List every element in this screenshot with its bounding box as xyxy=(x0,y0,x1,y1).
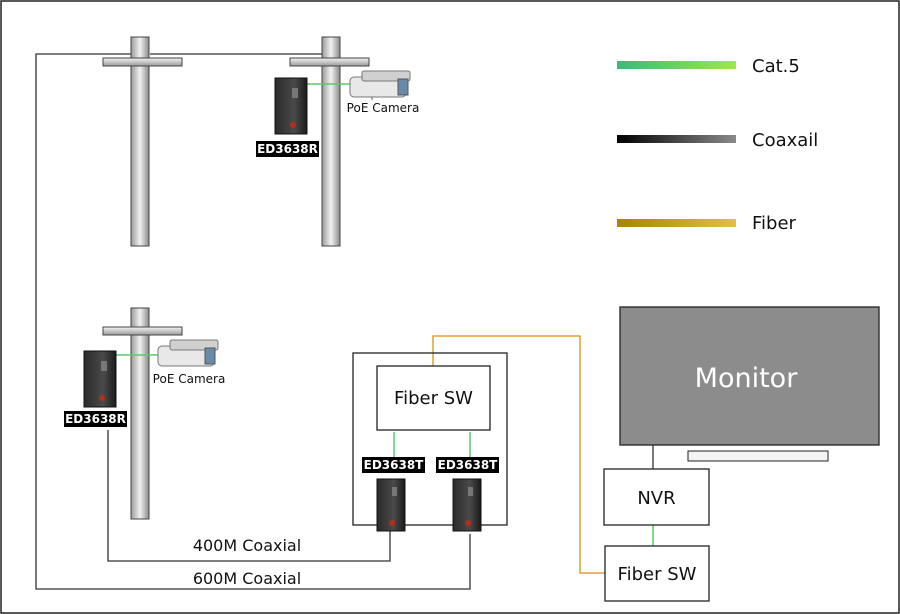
legend-fiber-label: Fiber xyxy=(752,213,797,234)
monitor-stand xyxy=(687,450,829,462)
fiber-cable xyxy=(432,335,606,574)
pole-bottom-left xyxy=(102,307,183,520)
receiver-top-label: ED3638R xyxy=(257,142,318,156)
monitor-screen xyxy=(619,306,880,446)
legend-coax-label: Coaxail xyxy=(752,130,818,151)
transmitter-2-device xyxy=(452,478,482,532)
fiber-sw-upper-label: Fiber SW xyxy=(394,388,473,409)
coax-600-label: 600M Coaxial xyxy=(193,569,301,588)
receiver-top-device xyxy=(274,77,308,135)
receiver-top-tag: ED3638R xyxy=(256,141,319,157)
receiver-left-device xyxy=(83,350,117,408)
monitor: Monitor xyxy=(619,306,880,469)
camera-left xyxy=(157,339,219,367)
transmitter-2-tag: ED3638T xyxy=(436,457,499,473)
coax-400-cable xyxy=(107,430,391,562)
cabinet-box xyxy=(352,352,508,526)
pole-top-left xyxy=(102,36,183,247)
cat5-links xyxy=(116,83,654,546)
coax-cables xyxy=(35,53,471,590)
legend-fiber-swatch xyxy=(617,219,736,227)
legend: Cat.5 Coaxail Fiber xyxy=(617,56,818,234)
monitor-label: Monitor xyxy=(695,363,799,394)
camera-top xyxy=(349,70,411,100)
transmitter-1-label: ED3638T xyxy=(364,458,425,472)
transmitter-1-tag: ED3638T xyxy=(362,457,425,473)
fiber-sw-upper: Fiber SW xyxy=(376,365,491,431)
transmitter-2-label: ED3638T xyxy=(438,458,499,472)
camera-left-label: PoE Camera xyxy=(153,372,226,386)
nvr-label: NVR xyxy=(637,488,675,509)
fiber-sw-lower: Fiber SW xyxy=(604,545,710,602)
pole-top-right xyxy=(289,36,370,247)
coax-600-cable xyxy=(35,53,471,590)
legend-coax-swatch xyxy=(617,135,736,143)
receiver-left-label: ED3638R xyxy=(65,412,126,426)
receiver-left-tag: ED3638R xyxy=(64,411,127,427)
nvr-box: NVR xyxy=(603,468,710,526)
camera-top-label: PoE Camera xyxy=(347,101,420,115)
transmitter-1-device xyxy=(376,478,406,532)
legend-cat5-swatch xyxy=(617,61,736,69)
fiber-sw-lower-label: Fiber SW xyxy=(618,564,697,585)
legend-cat5-label: Cat.5 xyxy=(752,56,800,77)
coax-400-label: 400M Coaxial xyxy=(193,536,301,555)
